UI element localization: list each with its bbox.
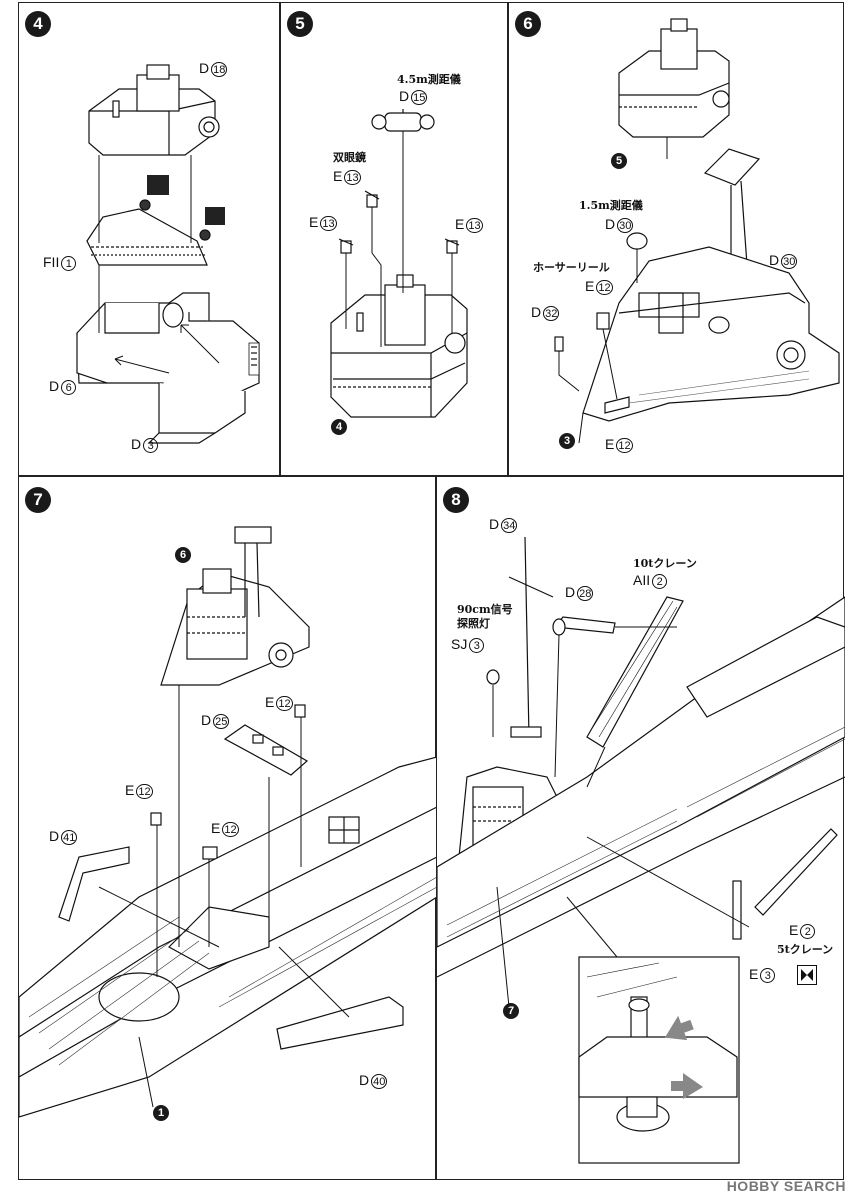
- ref-step-3: 3: [559, 433, 575, 449]
- step-4-diagram: [76, 64, 260, 444]
- ref-step-1: 1: [153, 1105, 169, 1121]
- jp-binocular-label: 双眼鏡: [333, 151, 366, 164]
- step-7-diagram: [19, 526, 437, 1118]
- jp-signal-label-1: 90cm信号: [457, 603, 513, 616]
- step-4-panel: 4: [18, 2, 280, 476]
- glue-icon: [205, 207, 225, 225]
- jp-rangefinder-label: 4.5m測距儀: [397, 73, 461, 86]
- step-6-diagram: [554, 18, 840, 444]
- ref-step-5: 5: [611, 153, 627, 169]
- jp-reel-label: ホーサーリール: [533, 261, 610, 274]
- jp-crane5-label: 5tクレーン: [777, 943, 834, 956]
- step-4-number: 4: [25, 11, 51, 37]
- jp-rangefinder-label: 1.5m測距儀: [579, 199, 643, 212]
- step-8-number: 8: [443, 487, 469, 513]
- glue-icon: [147, 175, 169, 195]
- ref-step-7: 7: [503, 1003, 519, 1019]
- watermark: HOBBY SEARCH: [726, 1178, 846, 1194]
- step-5-diagram: [330, 109, 468, 418]
- step-7-number: 7: [25, 487, 51, 513]
- ref-step-4: 4: [331, 419, 347, 435]
- step-6-number: 6: [515, 11, 541, 37]
- step-8-diagram: [437, 536, 845, 1164]
- step-5-number: 5: [287, 11, 313, 37]
- jp-crane10-label: 10tクレーン: [633, 557, 697, 570]
- hinge-icon: [797, 965, 817, 985]
- ref-step-6: 6: [175, 547, 191, 563]
- jp-signal-label-2: 探照灯: [457, 617, 490, 630]
